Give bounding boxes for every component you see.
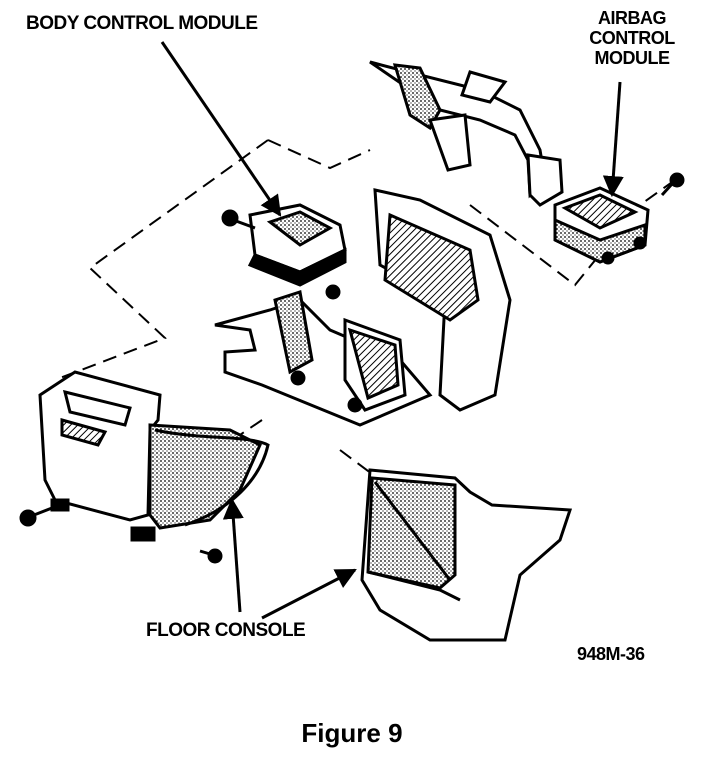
center-bracket: [214, 188, 512, 427]
airbag-label-line-3: MODULE: [594, 48, 671, 68]
airbag-control-module-label: AIRBAG CONTROL MODULE: [577, 8, 687, 68]
floor-console-front: [360, 468, 573, 642]
airbag-control-module: [553, 172, 685, 265]
figure-caption: Figure 9: [301, 718, 403, 748]
body-control-module-label: BODY CONTROL MODULE: [26, 13, 258, 34]
figure-code: 948M-36: [577, 644, 645, 664]
floor-console-label: FLOOR CONSOLE: [146, 620, 306, 641]
leader-lines: [160, 41, 624, 620]
airbag-label-line-1: AIRBAG: [598, 8, 667, 28]
floor-console-rear: [19, 370, 270, 564]
body-control-module: [221, 203, 347, 300]
airbag-label-line-2: CONTROL: [589, 28, 675, 48]
instrument-panel: [369, 60, 564, 207]
